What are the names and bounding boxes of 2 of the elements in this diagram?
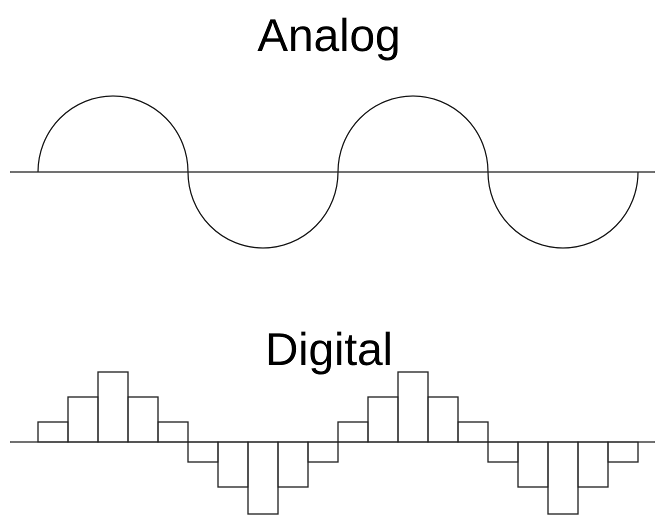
signal-heading: Analog [256, 12, 402, 58]
signal-heading: Digital [264, 326, 394, 372]
